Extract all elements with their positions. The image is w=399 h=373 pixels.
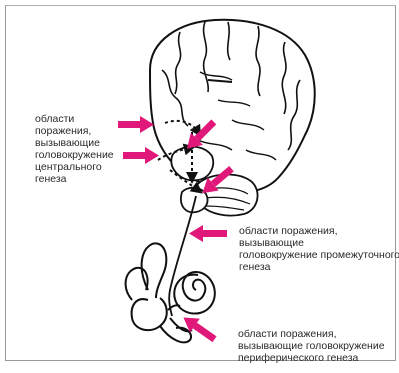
label-peripheral-vertigo: области поражения, вызывающие головокруж… [238,328,398,364]
label-intermediate-vertigo: области поражения, вызывающие головокруж… [239,225,399,273]
label-central-vertigo: области поражения, вызывающие головокруж… [35,113,145,185]
arrow-intermediate [189,225,227,242]
vestibular-nerve [169,196,196,316]
